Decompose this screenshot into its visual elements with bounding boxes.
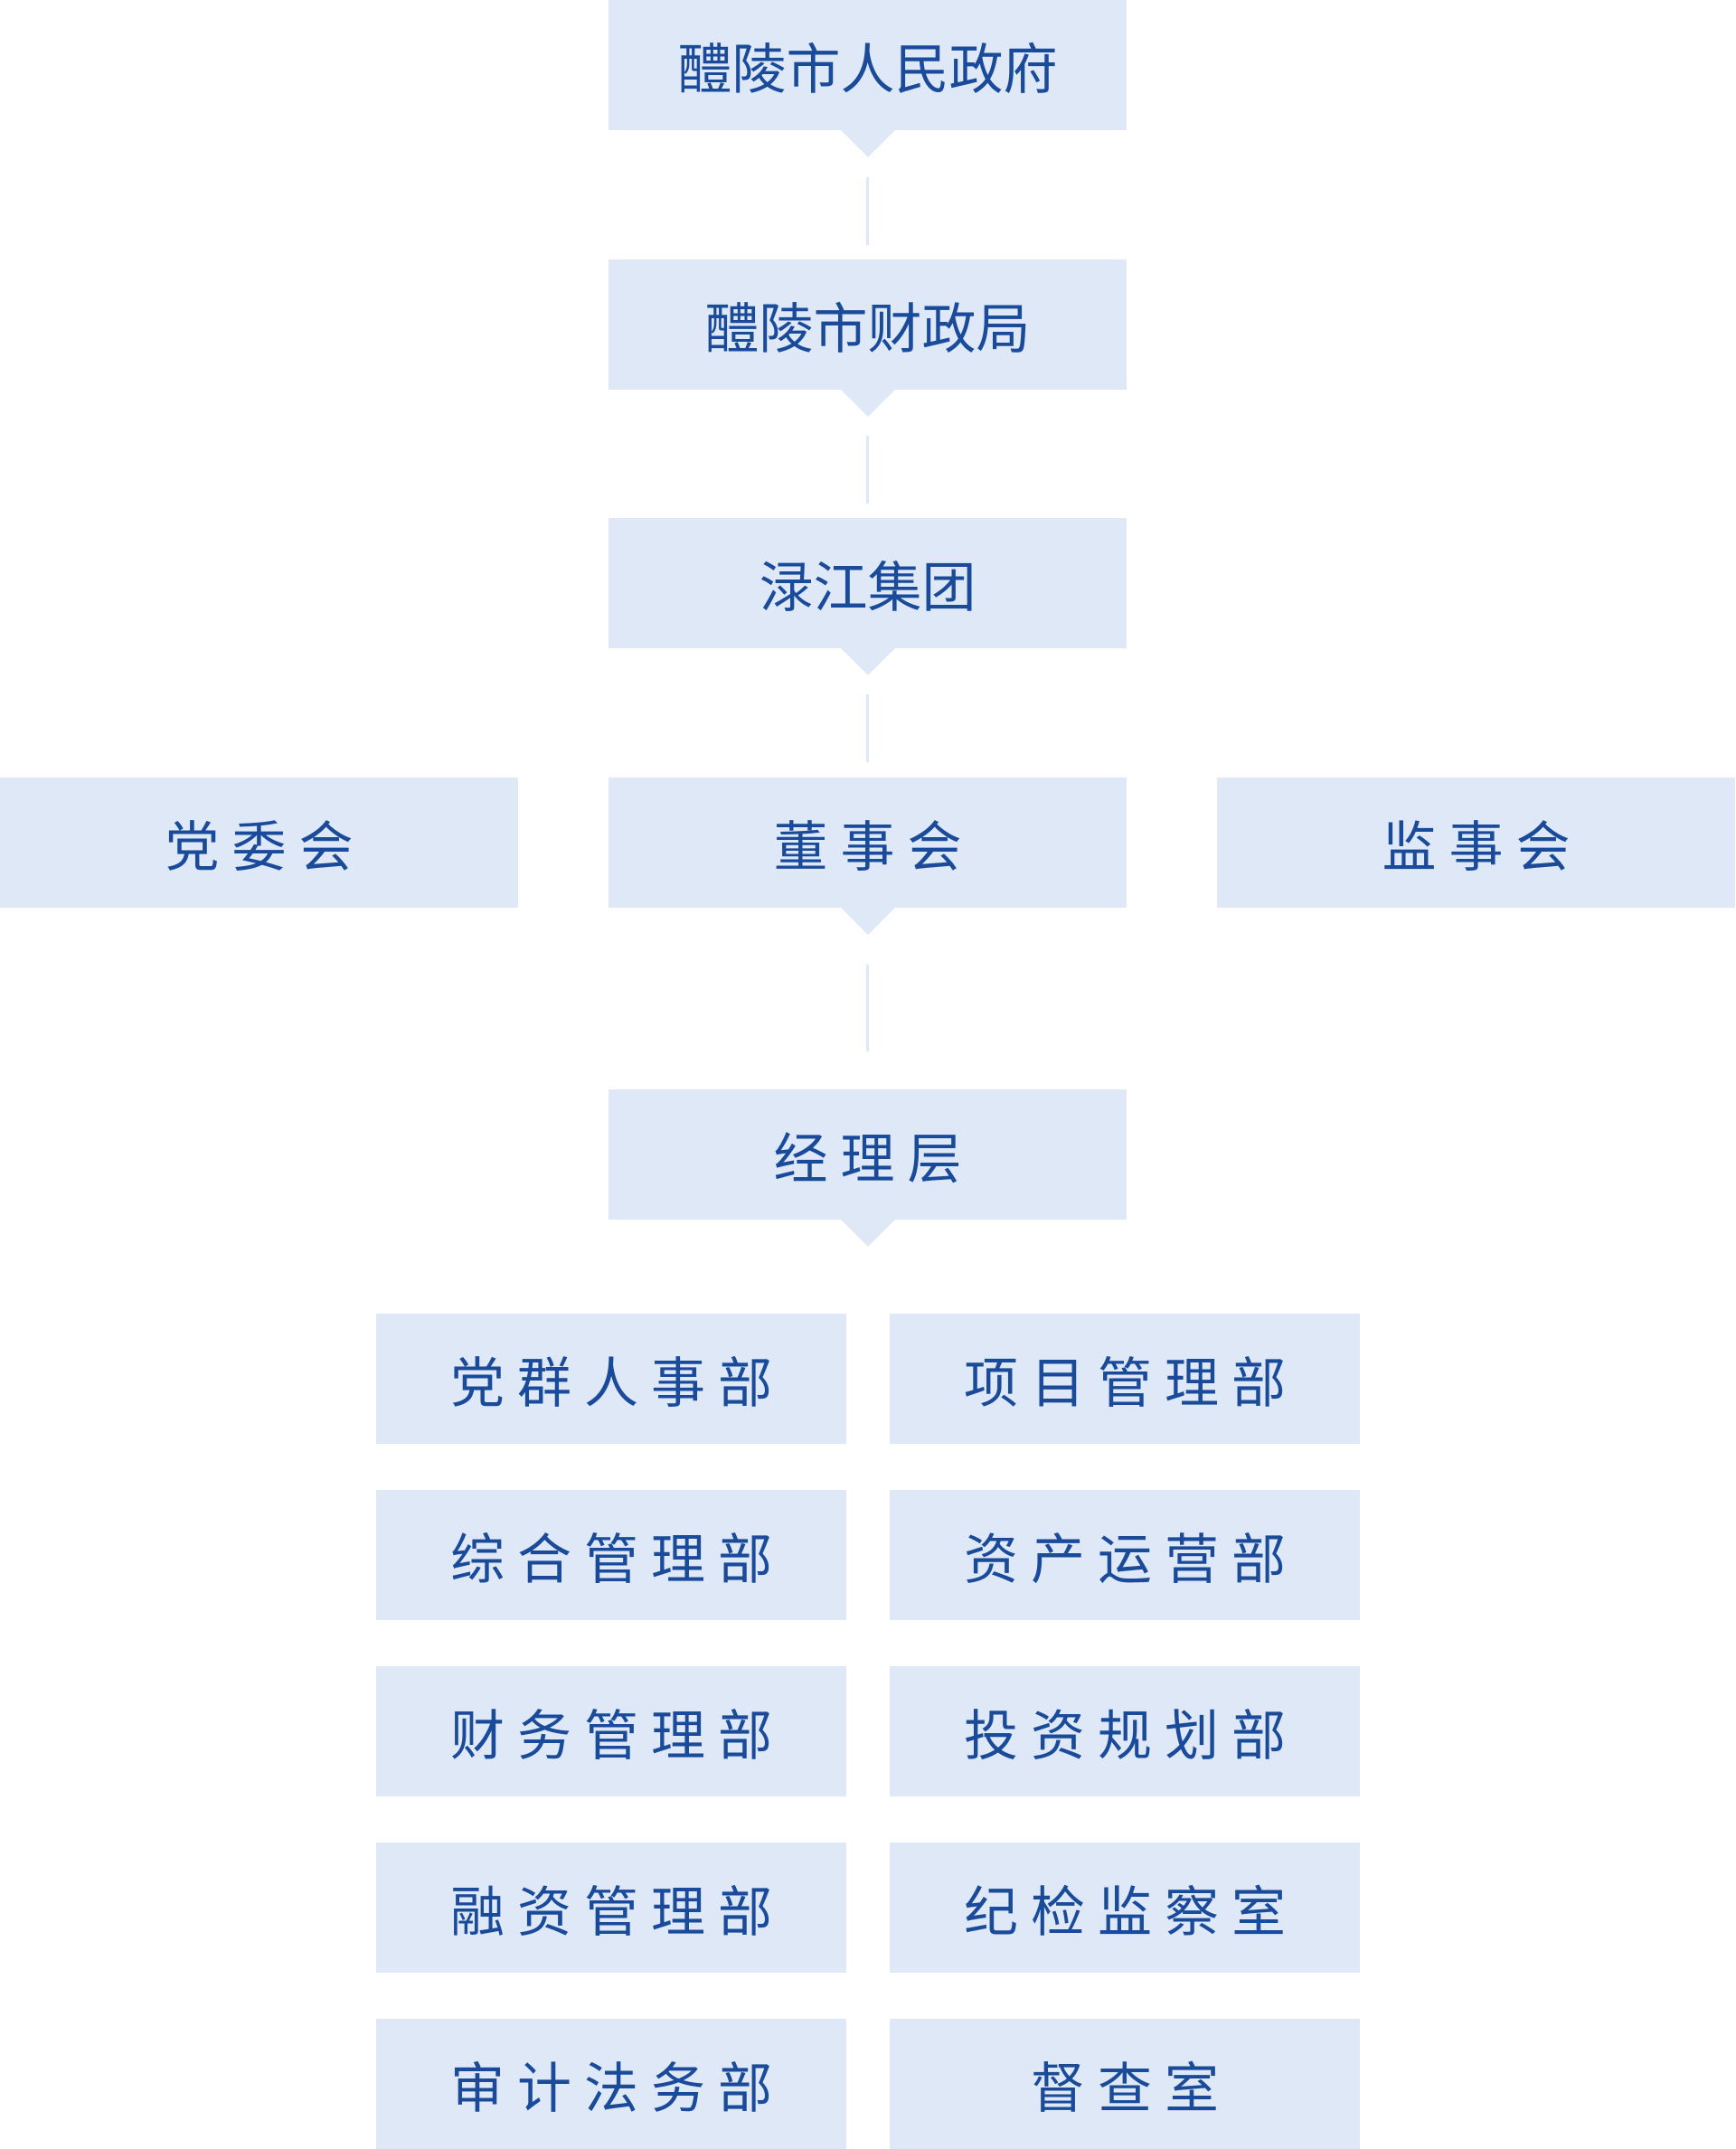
department-label: 党群人事部 <box>450 1352 785 1416</box>
pointer-arrow <box>841 390 895 417</box>
pointer-arrow <box>841 1220 895 1247</box>
department-label: 督查室 <box>1031 2057 1231 2121</box>
department-party-hr: 党群人事部 <box>376 1314 846 1444</box>
department-label: 资产运营部 <box>964 1528 1298 1592</box>
node-management: 经理层 <box>609 1089 1127 1220</box>
node-city-government: 醴陵市人民政府 <box>609 0 1127 130</box>
node-label: 醴陵市人民政府 <box>677 38 1058 102</box>
department-asset-operations: 资产运营部 <box>890 1490 1360 1620</box>
department-label: 纪检监察室 <box>964 1880 1298 1945</box>
department-label: 融资管理部 <box>450 1880 785 1945</box>
connector-line <box>866 436 869 504</box>
department-label: 财务管理部 <box>450 1704 785 1768</box>
department-label: 投资规划部 <box>964 1704 1298 1768</box>
node-label: 渌江集团 <box>759 556 976 620</box>
connector-line <box>866 965 869 1051</box>
department-finance-management: 财务管理部 <box>376 1666 846 1796</box>
department-label: 项目管理部 <box>964 1352 1298 1416</box>
department-investment-planning: 投资规划部 <box>890 1666 1360 1796</box>
node-supervisory-board: 监事会 <box>1217 778 1735 908</box>
department-project-management: 项目管理部 <box>890 1314 1360 1444</box>
department-label: 审计法务部 <box>450 2057 785 2121</box>
node-label: 党委会 <box>165 815 366 880</box>
department-discipline-inspection: 纪检监察室 <box>890 1843 1360 1973</box>
node-label: 监事会 <box>1382 815 1583 880</box>
connector-line <box>866 694 869 762</box>
pointer-arrow <box>841 648 895 675</box>
node-lujiang-group: 渌江集团 <box>609 518 1127 648</box>
node-party-committee: 党委会 <box>0 778 518 908</box>
department-label: 综合管理部 <box>450 1528 785 1592</box>
node-board-of-directors: 董事会 <box>609 778 1127 908</box>
node-finance-bureau: 醴陵市财政局 <box>609 259 1127 390</box>
pointer-arrow <box>841 130 895 157</box>
department-general-management: 综合管理部 <box>376 1490 846 1620</box>
department-audit-legal: 审计法务部 <box>376 2019 846 2149</box>
department-supervision-office: 督查室 <box>890 2019 1360 2149</box>
node-label: 经理层 <box>773 1127 975 1192</box>
node-label: 醴陵市财政局 <box>704 297 1031 362</box>
pointer-arrow <box>841 908 895 935</box>
connector-line <box>866 177 869 245</box>
department-financing-management: 融资管理部 <box>376 1843 846 1973</box>
node-label: 董事会 <box>773 815 975 880</box>
